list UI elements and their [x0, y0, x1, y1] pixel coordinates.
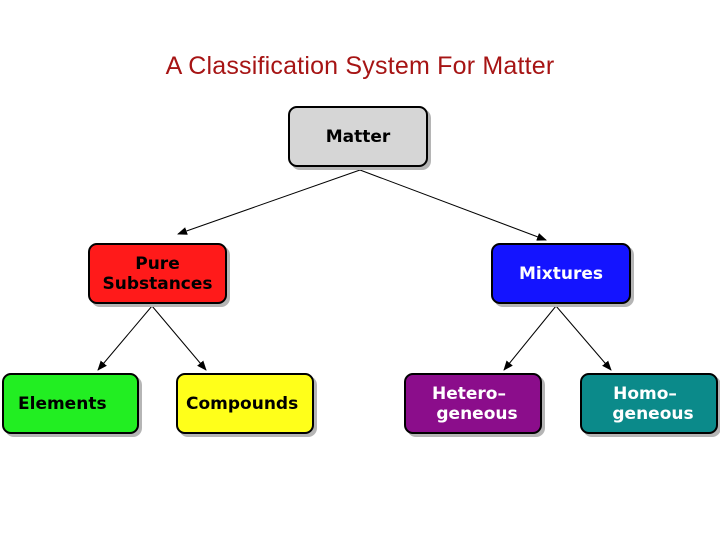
- node-homogeneous-label-line2: geneous: [612, 403, 694, 424]
- node-heterogeneous-label-line1: Hetero–: [432, 383, 506, 404]
- node-pure-substances-label-line2: Substances: [102, 273, 213, 294]
- node-pure-substances-label-line1: Pure: [135, 253, 180, 274]
- node-homogeneous: Homo– geneous: [580, 373, 718, 434]
- arrow-matter-to-mixtures: [359, 169, 547, 241]
- arrow-pure-to-elements: [97, 305, 153, 371]
- arrow-mixtures-to-homogeneous: [555, 305, 612, 371]
- node-elements-label: Elements: [18, 393, 107, 414]
- arrow-pure-to-compounds: [151, 305, 207, 371]
- node-heterogeneous-label-line2: geneous: [436, 403, 518, 424]
- node-pure-substances: Pure Substances: [88, 243, 227, 304]
- node-heterogeneous: Hetero– geneous: [404, 373, 542, 434]
- node-matter-label: Matter: [325, 126, 391, 147]
- arrow-mixtures-to-heterogeneous: [503, 305, 557, 371]
- node-elements: Elements: [2, 373, 139, 434]
- node-matter: Matter: [288, 106, 428, 167]
- arrow-matter-to-pure-substances: [177, 169, 361, 235]
- node-homogeneous-label-line1: Homo–: [613, 383, 677, 404]
- diagram-title: A Classification System For Matter: [165, 52, 555, 80]
- node-mixtures-label: Mixtures: [519, 263, 603, 284]
- node-compounds: Compounds: [176, 373, 314, 434]
- node-compounds-label: Compounds: [186, 393, 299, 414]
- node-mixtures: Mixtures: [491, 243, 631, 304]
